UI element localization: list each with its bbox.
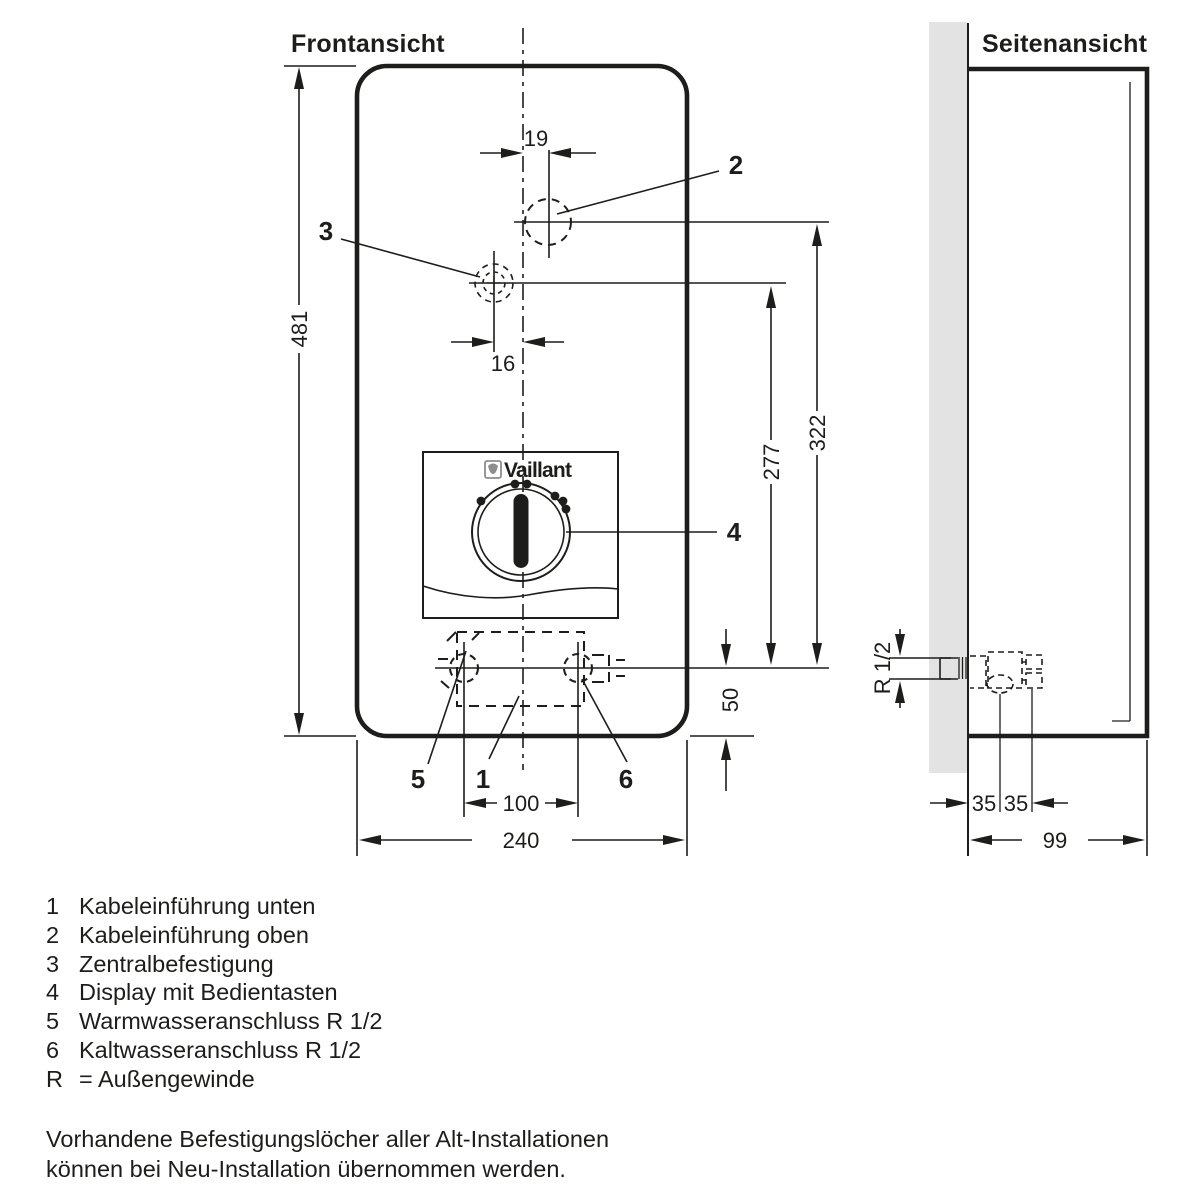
temperature-dial	[471, 479, 571, 582]
callout-3: 3	[319, 216, 481, 278]
cable-entry-top-hole	[514, 198, 829, 246]
legend-label: Zentralbefestigung	[79, 950, 274, 977]
legend-item-6: 6 Kaltwasseranschluss R 1/2	[46, 1036, 382, 1065]
dim-height-481: 481	[284, 65, 356, 737]
control-panel-frame	[422, 451, 619, 619]
dim-center-hole-offset-16: 16	[451, 337, 564, 376]
callout-4-label: 4	[727, 517, 742, 547]
callout-6: 6	[581, 678, 633, 794]
dim-322-value: 322	[805, 415, 830, 452]
front-view: Frontansicht 481 19 2	[284, 28, 830, 856]
legend-key: 4	[46, 979, 60, 1006]
vaillant-logo: Vaillant	[484, 459, 573, 482]
cable-entry-bottom-area	[456, 631, 585, 707]
front-view-title: Frontansicht	[291, 30, 445, 58]
dim-100-value: 100	[503, 791, 540, 816]
installation-drawing: Frontansicht 481 19 2	[284, 22, 1150, 856]
dim-connection-spacing-100: 100	[464, 791, 578, 816]
legend-key: 3	[46, 950, 60, 977]
dim-width-240: 240	[356, 740, 688, 856]
footer-note: Vorhandene Befestigungslöcher aller Alt-…	[46, 1124, 609, 1184]
callout-5: 5	[411, 650, 467, 794]
callout-2-label: 2	[729, 150, 743, 180]
dim-height-value: 481	[287, 311, 312, 348]
legend-label: Display mit Bedientasten	[79, 979, 338, 1006]
dim-thread-r12: R 1/2	[870, 629, 951, 708]
dim-19-value: 19	[524, 126, 548, 151]
central-fixing-hole	[469, 251, 786, 352]
side-view: Seitenansicht R 1/2 35 35	[870, 22, 1150, 856]
vaillant-logo-text: Vaillant	[504, 459, 572, 482]
dim-depth-99: 99	[970, 740, 1148, 856]
water-connection-left	[438, 631, 480, 689]
legend-key: 1	[46, 893, 60, 919]
valve-fitting	[970, 651, 1043, 812]
callout-4: 4	[566, 517, 742, 547]
dim-99-value: 99	[1043, 828, 1067, 853]
callout-3-label: 3	[319, 216, 333, 246]
side-cover-line	[1112, 82, 1131, 722]
front-device-outline	[354, 63, 690, 739]
callout-2: 2	[556, 150, 743, 215]
legend-item-3: 3 Zentralbefestigung	[46, 950, 382, 979]
legend-key: 6	[46, 1036, 60, 1063]
dim-35a-value: 35	[972, 791, 996, 816]
dial-dots	[476, 479, 571, 514]
dim-322: 322	[805, 224, 830, 665]
legend-label: Kabeleinführung oben	[79, 921, 309, 948]
legend-item-4: 4 Display mit Bedientasten	[46, 978, 382, 1007]
dim-50-value: 50	[718, 688, 743, 712]
legend-item-5: 5 Warmwasseranschluss R 1/2	[46, 1007, 382, 1036]
footer-note-line1: Vorhandene Befestigungslöcher aller Alt-…	[46, 1126, 610, 1152]
dim-r12-value: R 1/2	[870, 642, 895, 695]
legend-key: 2	[46, 921, 60, 948]
callout-5-label: 5	[411, 764, 425, 794]
connection-extension-lines	[463, 642, 579, 817]
mounting-wall	[929, 22, 967, 773]
legend-label: Kaltwasseranschluss R 1/2	[79, 1036, 362, 1063]
panel-wave-line	[422, 585, 619, 599]
legend-item-r: R = Außengewinde	[46, 1065, 382, 1094]
control-panel: Vaillant	[422, 451, 619, 619]
dim-35-35: 35 35	[930, 791, 1068, 816]
legend-label: Warmwasseranschluss R 1/2	[79, 1008, 383, 1035]
dim-35b-value: 35	[1004, 791, 1028, 816]
dim-50: 50	[690, 629, 754, 791]
footer-note-line2: können bei Neu-Installation übernommen w…	[46, 1156, 566, 1182]
legend-label: Kabeleinführung unten	[79, 893, 316, 919]
legend: 1 Kabeleinführung unten 2 Kabeleinführun…	[46, 892, 382, 1094]
callout-1-label: 1	[476, 764, 490, 794]
dim-277: 277	[759, 286, 784, 665]
legend-item-2: 2 Kabeleinführung oben	[46, 921, 382, 950]
dial-knob	[513, 494, 529, 568]
legend-label: = Außengewinde	[79, 1065, 255, 1092]
callout-6-label: 6	[619, 764, 633, 794]
dim-277-value: 277	[759, 444, 784, 481]
vaillant-logo-icon	[484, 460, 502, 479]
legend-item-1: 1 Kabeleinführung unten	[46, 892, 382, 921]
dim-16-value: 16	[491, 351, 515, 376]
legend-key: R	[46, 1065, 63, 1092]
callout-1: 1	[476, 695, 520, 794]
dim-240-value: 240	[503, 828, 540, 853]
side-view-title: Seitenansicht	[982, 30, 1148, 58]
vaillant-logo-glyph	[488, 463, 498, 474]
legend-key: 5	[46, 1008, 60, 1035]
side-device-outline	[968, 66, 1150, 739]
dim-top-hole-offset-19: 19	[480, 126, 596, 258]
